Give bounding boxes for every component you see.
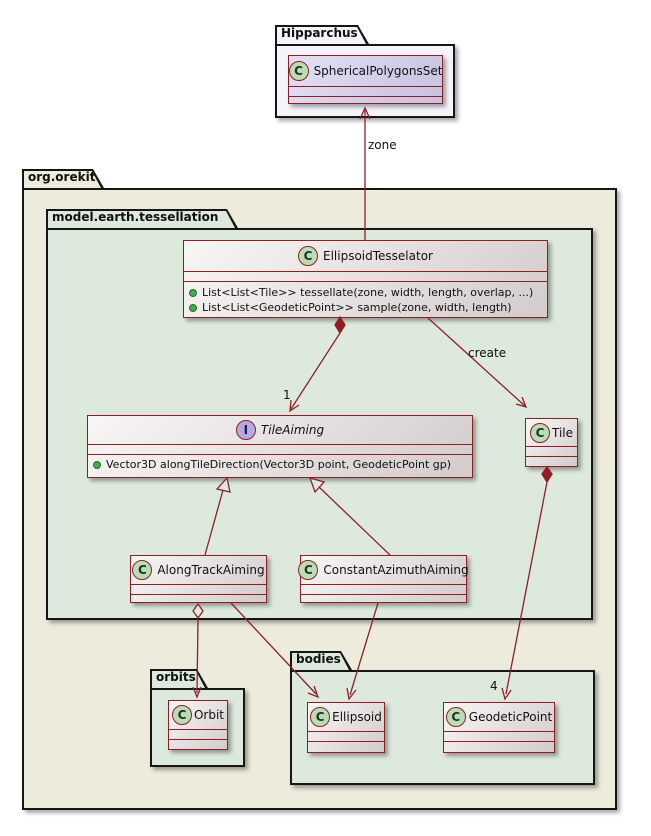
class-name: Ellipsoid [332, 710, 382, 724]
class-icon: C [298, 246, 318, 266]
package-hipparchus-label: Hipparchus [281, 26, 358, 40]
package-org-orekit-label: org.orekit [28, 170, 96, 184]
edge-label-zone: zone [368, 138, 397, 152]
class-name: EllipsoidTesselator [323, 249, 433, 263]
interface-icon: I [235, 420, 256, 440]
methods-compartment [308, 741, 384, 751]
package-org-orekit-tab: org.orekit [22, 169, 104, 188]
class-icon: C [445, 707, 466, 727]
class-icon: C [132, 560, 153, 580]
class-icon: C [171, 705, 192, 725]
edge-label-create: create [468, 346, 507, 360]
method-signature: Vector3D alongTileDirection(Vector3D poi… [106, 458, 452, 471]
methods-compartment [301, 594, 466, 604]
method: Vector3D alongTileDirection(Vector3D poi… [93, 457, 466, 472]
class-name: AlongTrackAiming [157, 563, 265, 577]
package-tab-fill [152, 671, 205, 688]
methods-compartment: Vector3D alongTileDirection(Vector3D poi… [88, 454, 472, 476]
class-tile: C Tile [525, 418, 578, 467]
class-title: C EllipsoidTesselator [184, 241, 547, 271]
interface-tile-aiming: I TileAiming Vector3D alongTileDirection… [87, 415, 473, 478]
fields-compartment [526, 446, 577, 456]
class-icon: C [298, 560, 319, 580]
package-tab-fill [48, 211, 235, 228]
fields-compartment [444, 731, 554, 741]
method-signature: List<List<Tile>> tessellate(zone, width,… [202, 286, 534, 299]
public-method-icon [93, 460, 101, 469]
interface-name: TileAiming [260, 423, 325, 437]
fields-compartment [308, 731, 384, 741]
class-icon: C [310, 707, 331, 727]
methods-compartment [169, 739, 227, 749]
package-orbits-tab: orbits [150, 669, 208, 688]
class-title: C ConstantAzimuthAiming [298, 556, 469, 584]
method: List<List<Tile>> tessellate(zone, width,… [189, 285, 541, 300]
class-orbit: C Orbit [168, 700, 228, 750]
class-name: Tile [551, 425, 573, 440]
class-title: C Orbit [169, 701, 227, 729]
class-title: C SphericalPolygonsSet [288, 56, 443, 86]
package-tessellation-label: model.earth.tessellation [52, 210, 219, 224]
methods-compartment [289, 96, 442, 106]
class-title: C GeodeticPoint [444, 703, 554, 731]
package-tab-fill [24, 171, 101, 188]
package-bodies-label: bodies [296, 652, 341, 666]
class-icon: C [529, 422, 550, 443]
fields-compartment [169, 729, 227, 739]
class-name: SphericalPolygonsSet [313, 64, 443, 78]
public-method-icon [189, 288, 197, 297]
edge-label-multiplicity-4: 4 [490, 679, 498, 693]
class-constant-azimuth-aiming: C ConstantAzimuthAiming [298, 555, 469, 604]
methods-compartment [131, 594, 266, 604]
class-title: I TileAiming [88, 416, 472, 444]
class-name: ConstantAzimuthAiming [323, 563, 469, 577]
class-icon: C [288, 61, 309, 81]
class-title: C Tile [526, 419, 577, 446]
fields-compartment [301, 584, 466, 594]
public-method-icon [189, 303, 197, 312]
edge-label-multiplicity-1: 1 [283, 388, 291, 402]
class-spherical-polygons-set: C SphericalPolygonsSet [288, 55, 443, 104]
method-signature: List<List<GeodeticPoint>> sample(zone, w… [202, 301, 512, 314]
method: List<List<GeodeticPoint>> sample(zone, w… [189, 300, 541, 315]
package-hipparchus-tab: Hipparchus [275, 25, 369, 44]
fields-compartment [289, 86, 442, 96]
class-title: C AlongTrackAiming [131, 556, 266, 584]
package-tab-fill [277, 27, 366, 44]
methods-compartment [444, 741, 554, 751]
methods-compartment [526, 456, 577, 466]
fields-compartment [88, 444, 472, 454]
class-geodetic-point: C GeodeticPoint [443, 702, 555, 753]
fields-compartment [184, 271, 547, 281]
class-name: GeodeticPoint [468, 710, 553, 724]
class-ellipsoid: C Ellipsoid [307, 702, 385, 753]
methods-compartment: List<List<Tile>> tessellate(zone, width,… [184, 281, 547, 319]
class-ellipsoid-tesselator: C EllipsoidTesselator List<List<Tile>> t… [183, 240, 548, 318]
class-title: C Ellipsoid [308, 703, 384, 731]
package-orbits-label: orbits [156, 670, 196, 684]
package-tessellation-tab: model.earth.tessellation [46, 209, 238, 228]
class-name: Orbit [193, 708, 225, 722]
fields-compartment [131, 584, 266, 594]
class-along-track-aiming: C AlongTrackAiming [130, 555, 267, 603]
